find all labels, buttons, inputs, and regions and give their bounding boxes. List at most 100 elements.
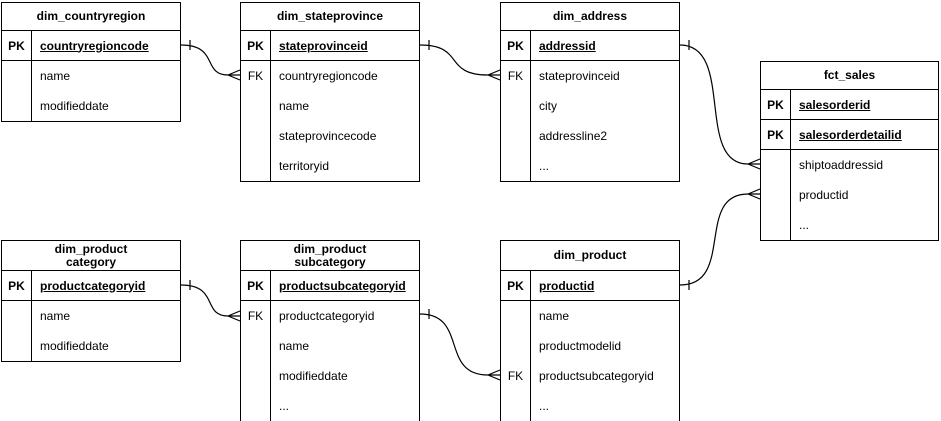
attribute-name: stateprovinceid — [279, 38, 368, 53]
attribute-row: productid — [761, 180, 938, 210]
key-label — [241, 121, 271, 151]
key-label — [761, 150, 791, 180]
attribute-name: territoryid — [279, 159, 330, 173]
attribute-name: productmodelid — [539, 339, 622, 353]
entity-dim-product[interactable]: dim_product PK productid name productmod… — [500, 240, 680, 421]
attribute-row: ... — [241, 391, 419, 421]
key-label — [241, 391, 271, 421]
relation-productsubcategory-product-edge[interactable] — [419, 309, 501, 381]
attribute-row: PK countryregioncode — [2, 31, 180, 61]
key-label: PK — [501, 31, 531, 60]
attribute-name: productsubcategoryid — [539, 369, 654, 383]
key-label: PK — [761, 90, 791, 119]
key-label — [501, 91, 531, 121]
key-label: FK — [501, 361, 531, 391]
key-label — [761, 180, 791, 210]
key-label — [2, 301, 32, 331]
attribute-row: productmodelid — [501, 331, 679, 361]
attribute-row: FK countryregioncode — [241, 61, 419, 91]
relation-countryregion-stateprovince-edge[interactable] — [180, 40, 241, 81]
attribute-name: name — [40, 309, 71, 323]
attribute-row: ... — [501, 391, 679, 421]
attribute-row: name — [241, 331, 419, 361]
key-label — [501, 121, 531, 151]
key-label — [2, 61, 32, 91]
attribute-row: ... — [761, 210, 938, 240]
key-label — [501, 151, 531, 181]
attribute-name: productid — [539, 278, 595, 293]
attribute-row: modifieddate — [2, 91, 180, 121]
attribute-name: name — [539, 309, 570, 323]
attribute-name: ... — [539, 399, 550, 413]
attribute-row: name — [2, 61, 180, 91]
relation-productcategory-productsubcategory-edge[interactable] — [180, 280, 241, 322]
attribute-name: ... — [799, 218, 810, 232]
key-label: PK — [2, 271, 32, 300]
attribute-row: addressline2 — [501, 121, 679, 151]
attribute-name: countryregioncode — [279, 69, 378, 83]
key-label — [501, 331, 531, 361]
attribute-row: name — [241, 91, 419, 121]
entity-fct-sales[interactable]: fct_sales PK salesorderid PK salesorderd… — [760, 61, 939, 241]
attribute-row: PK salesorderdetailid — [761, 120, 938, 150]
attribute-name: addressid — [539, 38, 596, 53]
key-label — [241, 151, 271, 181]
entity-dim-stateprovince[interactable]: dim_stateprovince PK stateprovinceid FK … — [240, 2, 420, 182]
key-label — [501, 391, 531, 421]
key-label: PK — [2, 31, 32, 60]
key-label — [241, 91, 271, 121]
entity-title: dim_address — [501, 3, 679, 31]
key-label — [2, 91, 32, 121]
attribute-row: PK productsubcategoryid — [241, 271, 419, 301]
attribute-name: salesorderid — [799, 97, 871, 112]
relation-address-fctsales-edge[interactable] — [679, 40, 761, 170]
entity-title: dim_countryregion — [2, 3, 180, 31]
key-label: FK — [241, 301, 271, 331]
key-label — [761, 210, 791, 240]
key-label: PK — [501, 271, 531, 300]
attribute-row: territoryid — [241, 151, 419, 181]
attribute-row: name — [501, 301, 679, 331]
attribute-name: addressline2 — [539, 129, 608, 143]
relation-stateprovince-address-edge[interactable] — [419, 40, 501, 81]
attribute-name: city — [539, 99, 557, 113]
attribute-name: productid — [799, 188, 849, 202]
attribute-row: stateprovincecode — [241, 121, 419, 151]
attribute-name: stateprovincecode — [279, 129, 377, 143]
attribute-row: FK stateprovinceid — [501, 61, 679, 91]
key-label: PK — [241, 271, 271, 300]
attribute-row: modifieddate — [241, 361, 419, 391]
entity-title: dim_stateprovince — [241, 3, 419, 31]
key-label — [241, 331, 271, 361]
entity-dim-countryregion[interactable]: dim_countryregion PK countryregioncode n… — [1, 2, 181, 122]
entity-dim-product-category[interactable]: dim_product category PK productcategoryi… — [1, 240, 181, 362]
key-label: FK — [241, 61, 271, 91]
key-label — [241, 361, 271, 391]
attribute-name: name — [279, 99, 310, 113]
entity-dim-product-subcategory[interactable]: dim_product subcategory PK productsubcat… — [240, 240, 420, 421]
attribute-row: ... — [501, 151, 679, 181]
attribute-name: name — [279, 339, 310, 353]
attribute-row: PK productid — [501, 271, 679, 301]
relation-product-fctsales-edge[interactable] — [679, 188, 761, 290]
attribute-name: productcategoryid — [279, 309, 375, 323]
attribute-name: name — [40, 69, 71, 83]
attribute-name: productcategoryid — [40, 278, 146, 293]
key-label — [501, 301, 531, 331]
attribute-name: shiptoaddressid — [799, 158, 884, 172]
attribute-row: PK stateprovinceid — [241, 31, 419, 61]
attribute-name: modifieddate — [40, 99, 109, 113]
attribute-name: salesorderdetailid — [799, 127, 902, 142]
entity-title: dim_product category — [2, 241, 180, 271]
attribute-name: modifieddate — [40, 339, 109, 353]
entity-dim-address[interactable]: dim_address PK addressid FK stateprovinc… — [500, 2, 680, 182]
attribute-row: PK addressid — [501, 31, 679, 61]
attribute-name: productsubcategoryid — [279, 278, 406, 293]
attribute-row: FK productcategoryid — [241, 301, 419, 331]
attribute-name: stateprovinceid — [539, 69, 620, 83]
key-label: PK — [241, 31, 271, 60]
entity-title: dim_product — [501, 241, 679, 271]
attribute-row: PK salesorderid — [761, 90, 938, 120]
attribute-row: shiptoaddressid — [761, 150, 938, 180]
